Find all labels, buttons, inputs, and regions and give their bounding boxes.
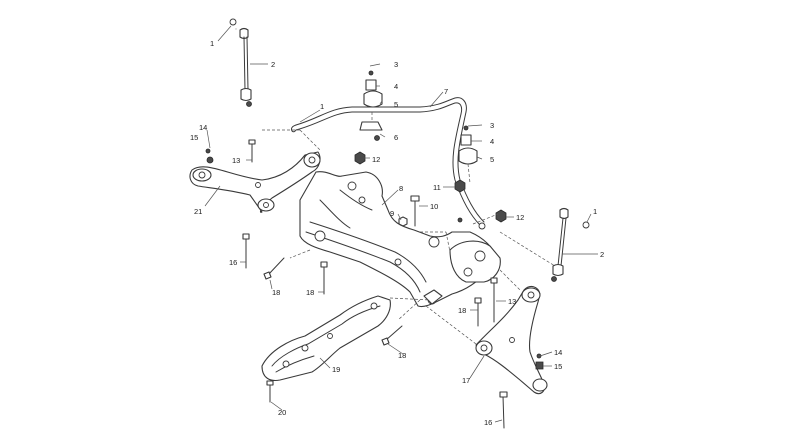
callout-5-left-bushing: 5 xyxy=(394,100,398,109)
stabilizer-link-left xyxy=(229,18,252,107)
callout-3-left-bushing: 3 xyxy=(394,60,398,69)
callout-10-bolt: 10 xyxy=(430,202,438,211)
stabilizer-bushing-right xyxy=(458,125,478,165)
callout-12-right-nut: 12 xyxy=(516,213,524,222)
callout-18-brace-bolt: 18 xyxy=(398,351,406,360)
leader-lines xyxy=(204,25,598,423)
callout-8-subframe: 8 xyxy=(399,184,403,193)
callout-2-right-link: 2 xyxy=(600,250,604,259)
stabilizer-link-right xyxy=(551,207,590,282)
fasteners-upper xyxy=(354,151,507,227)
callout-15-right: 15 xyxy=(554,362,562,371)
callout-3-right-bushing: 3 xyxy=(490,121,494,130)
callout-15-left: 15 xyxy=(190,133,198,142)
callout-20-brace-bolt: 20 xyxy=(278,408,286,417)
lower-control-arm-right xyxy=(475,285,548,395)
callout-9-nut: 9 xyxy=(390,209,394,218)
control-arm-bracket-right xyxy=(449,240,501,283)
callout-11-nut: 11 xyxy=(433,183,441,192)
callout-6-bracket: 6 xyxy=(394,133,398,142)
callout-14-left: 14 xyxy=(199,123,207,132)
stabilizer-bushing-left xyxy=(359,70,383,141)
callout-18-center-bolt: 18 xyxy=(306,288,314,297)
callout-1-bar: 1 xyxy=(320,102,324,111)
callout-7-stabilizer-bar: 7 xyxy=(444,87,448,96)
callout-13-left-bolt: 13 xyxy=(232,156,240,165)
callout-12-upper-nut: 12 xyxy=(372,155,380,164)
front-subframe xyxy=(299,171,497,308)
callout-16-right-bolt: 16 xyxy=(484,418,492,427)
callout-1-right-link: 1 xyxy=(593,207,597,216)
callout-18-left-bolt: 18 xyxy=(272,288,280,297)
lower-control-arm-left xyxy=(189,148,321,213)
callout-4-right-bushing: 4 xyxy=(490,137,494,146)
callout-18-right-bolt: 18 xyxy=(458,306,466,315)
lower-brace xyxy=(261,295,391,382)
callout-1-top-left: 1 xyxy=(210,39,214,48)
callout-17-right-arm: 17 xyxy=(462,376,470,385)
callout-13-right-bolt: 13 xyxy=(508,297,516,306)
callout-4-left-bushing: 4 xyxy=(394,82,398,91)
callout-labels: 1 2 1 3 4 5 6 7 3 4 5 12 14 15 13 21 8 1… xyxy=(190,39,604,427)
loose-bolts xyxy=(235,28,508,429)
callout-5-right-bushing: 5 xyxy=(490,155,494,164)
callout-14-right: 14 xyxy=(554,348,562,357)
callout-2-top-left: 2 xyxy=(271,60,275,69)
callout-19-lower-brace: 19 xyxy=(332,365,340,374)
callout-21-left-arm: 21 xyxy=(194,207,202,216)
callout-16-left-bolt: 16 xyxy=(229,258,237,267)
